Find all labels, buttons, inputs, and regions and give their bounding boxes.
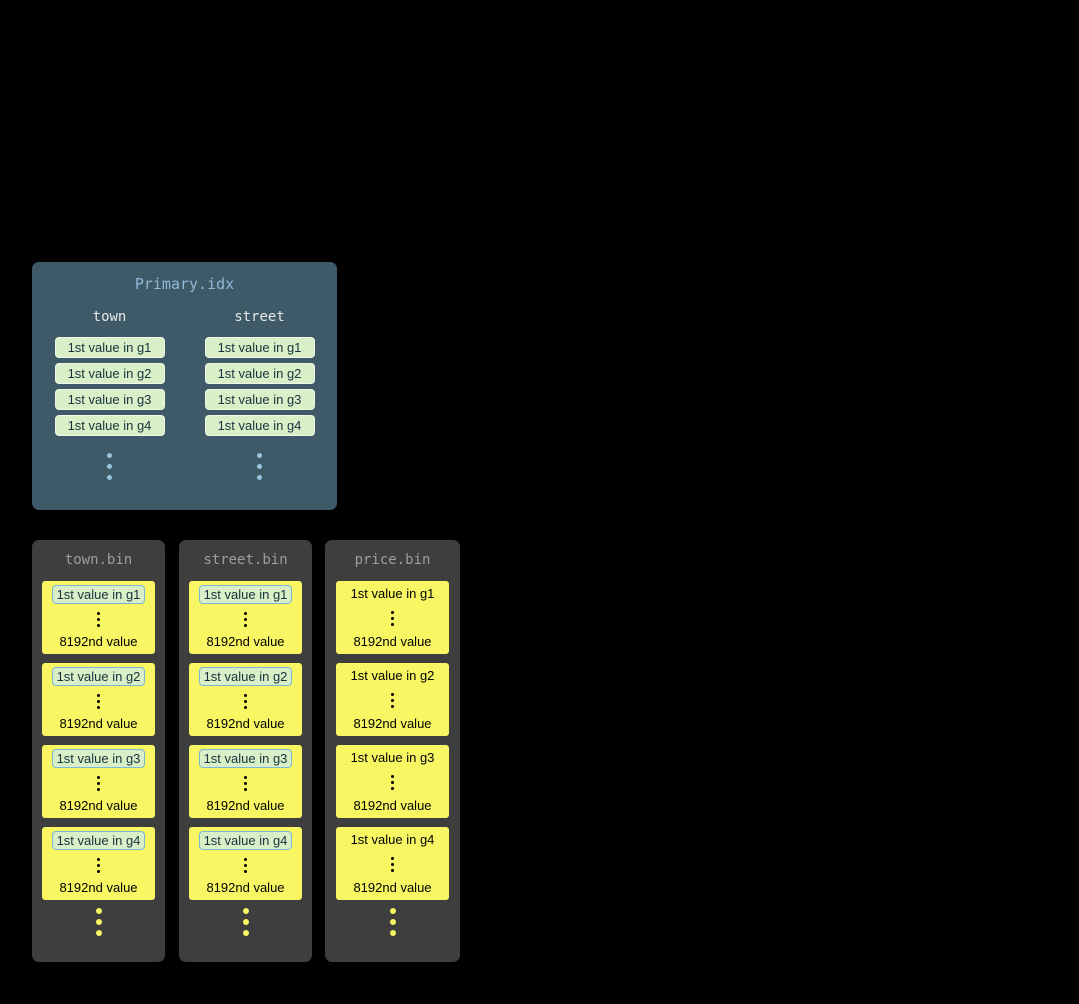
primary-column-street: street 1st value in g1 1st value in g2 1… [204,309,316,483]
granule-block: 1st value in g1 8192nd value [189,581,302,654]
vertical-ellipsis-icon [32,904,165,940]
granule-first-value: 1st value in g2 [350,668,435,683]
granule-last-value: 8192nd value [206,880,285,895]
granule-first-value: 1st value in g1 [51,585,146,604]
vertical-ellipsis-icon [97,699,100,703]
granule-first-value: 1st value in g1 [198,585,293,604]
granule-first-value: 1st value in g4 [51,831,146,850]
vertical-ellipsis-icon [391,616,394,620]
granule-block: 1st value in g2 8192nd value [42,663,155,736]
vertical-ellipsis-icon [244,781,247,785]
bin-panel-price: price.bin 1st value in g1 8192nd value 1… [325,540,460,962]
vertical-ellipsis-icon [97,863,100,867]
granule-block: 1st value in g4 8192nd value [42,827,155,900]
granule-list: 1st value in g1 8192nd value 1st value i… [179,581,312,900]
primary-idx-panel: Primary.idx town 1st value in g1 1st val… [32,262,337,510]
vertical-ellipsis-icon [97,617,100,621]
granule-block: 1st value in g3 8192nd value [189,745,302,818]
vertical-ellipsis-icon [244,617,247,621]
granule-first-value: 1st value in g4 [350,832,435,847]
granule-last-value: 8192nd value [353,880,432,895]
index-mark-value: 1st value in g4 [54,415,165,436]
bin-panel-street: street.bin 1st value in g1 8192nd value … [179,540,312,962]
granule-block: 1st value in g3 8192nd value [336,745,449,818]
bin-title-price: price.bin [354,552,431,568]
primary-idx-columns: town 1st value in g1 1st value in g2 1st… [32,309,337,483]
granule-first-value: 1st value in g4 [198,831,293,850]
ellipsis-dots [389,919,396,925]
primary-idx-title: Primary.idx [134,275,235,293]
vertical-ellipsis-icon [391,698,394,702]
granule-block: 1st value in g1 8192nd value [42,581,155,654]
granule-first-value: 1st value in g3 [198,749,293,768]
vertical-ellipsis-icon [244,699,247,703]
bin-panel-town: town.bin 1st value in g1 8192nd value 1s… [32,540,165,962]
granule-list: 1st value in g1 8192nd value 1st value i… [32,581,165,900]
column-header-town: town [92,309,127,325]
index-mark-value: 1st value in g1 [54,337,165,358]
vertical-ellipsis-icon [391,780,394,784]
vertical-ellipsis-icon [244,863,247,867]
index-mark-value: 1st value in g2 [54,363,165,384]
index-mark-value: 1st value in g3 [54,389,165,410]
granule-block: 1st value in g1 8192nd value [336,581,449,654]
granule-block: 1st value in g3 8192nd value [42,745,155,818]
granule-block: 1st value in g2 8192nd value [336,663,449,736]
bin-title-street: street.bin [203,552,288,568]
index-mark-value: 1st value in g4 [204,415,315,436]
ellipsis-dots [242,919,249,925]
granule-list: 1st value in g1 8192nd value 1st value i… [325,581,460,900]
granule-block: 1st value in g4 8192nd value [189,827,302,900]
granule-last-value: 8192nd value [206,634,285,649]
granule-last-value: 8192nd value [59,634,138,649]
granule-block: 1st value in g4 8192nd value [336,827,449,900]
bin-title-town: town.bin [64,552,133,568]
granule-block: 1st value in g2 8192nd value [189,663,302,736]
ellipsis-dots [95,919,102,925]
granule-first-value: 1st value in g2 [51,667,146,686]
vertical-ellipsis-icon [97,781,100,785]
vertical-ellipsis-icon [107,449,112,483]
vertical-ellipsis-icon [179,904,312,940]
granule-last-value: 8192nd value [206,798,285,813]
granule-last-value: 8192nd value [59,716,138,731]
granule-last-value: 8192nd value [353,798,432,813]
vertical-ellipsis-icon [391,862,394,866]
vertical-ellipsis-icon [325,904,460,940]
granule-first-value: 1st value in g3 [350,750,435,765]
ellipsis-dots [107,463,112,469]
granule-first-value: 1st value in g1 [350,586,435,601]
index-mark-value: 1st value in g2 [204,363,315,384]
granule-last-value: 8192nd value [206,716,285,731]
primary-column-town: town 1st value in g1 1st value in g2 1st… [54,309,166,483]
granule-last-value: 8192nd value [353,716,432,731]
column-header-street: street [234,309,285,325]
granule-first-value: 1st value in g2 [198,667,293,686]
index-mark-value: 1st value in g1 [204,337,315,358]
granule-last-value: 8192nd value [59,880,138,895]
vertical-ellipsis-icon [257,449,262,483]
granule-last-value: 8192nd value [353,634,432,649]
index-mark-value: 1st value in g3 [204,389,315,410]
granule-first-value: 1st value in g3 [51,749,146,768]
ellipsis-dots [257,463,262,469]
granule-last-value: 8192nd value [59,798,138,813]
